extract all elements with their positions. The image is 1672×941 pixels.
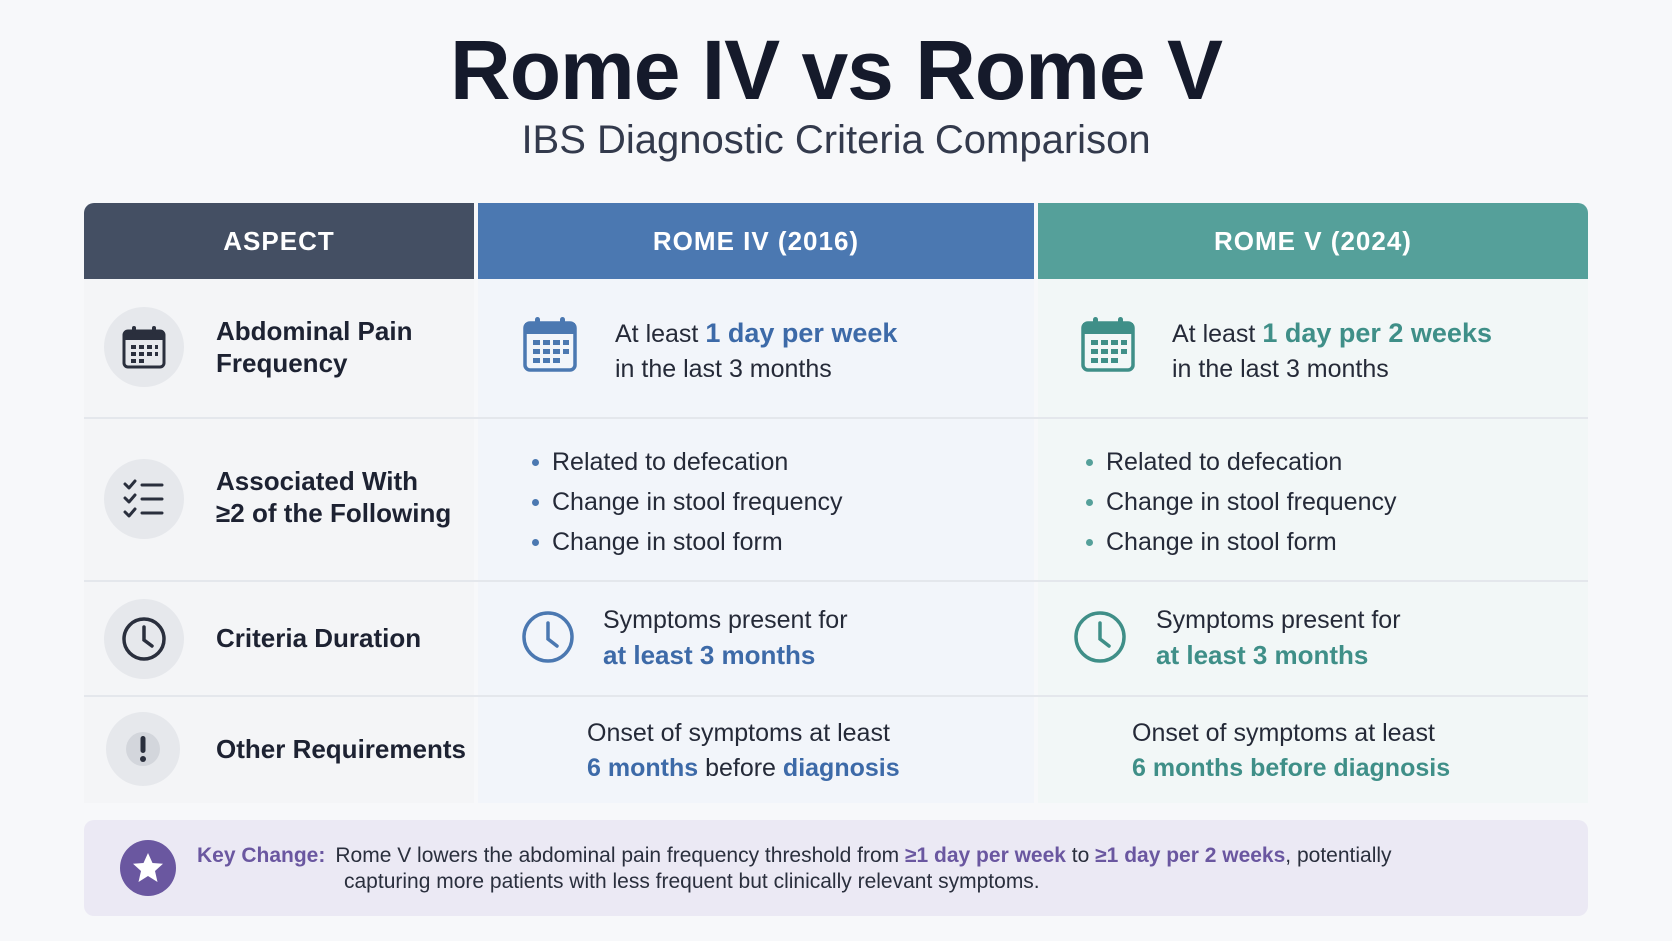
clock-icon — [104, 599, 184, 679]
rome4-duration-text: Symptoms present for at least 3 months — [603, 606, 848, 670]
calendar-icon — [522, 315, 578, 378]
key-change-banner: Key Change:Rome V lowers the abdominal p… — [84, 820, 1588, 916]
rome4-pain-text: At least 1 day per week in the last 3 mo… — [615, 318, 898, 383]
aspect-associated-label: Associated With ≥2 of the Following — [216, 466, 452, 528]
star-icon — [120, 840, 176, 896]
checklist-icon — [104, 459, 184, 539]
key-change-text: Key Change:Rome V lowers the abdominal p… — [197, 844, 1392, 867]
aspect-other-label: Other Requirements — [216, 734, 466, 764]
row-divider — [84, 417, 1588, 419]
rome5-duration-text: Symptoms present for at least 3 months — [1156, 606, 1401, 670]
key-change-text-line2: capturing more patients with less freque… — [344, 870, 1040, 893]
exclamation-icon — [106, 712, 180, 786]
rome4-other-text: Onset of symptoms at least 6 months befo… — [587, 719, 900, 782]
page-title: Rome IV vs Rome V — [450, 23, 1223, 117]
list-item: Change in stool frequency — [530, 482, 842, 522]
comparison-table: ASPECT ROME IV (2016) ROME V (2024) Abdo… — [84, 203, 1588, 803]
row-divider — [84, 580, 1588, 582]
row-divider — [84, 695, 1588, 697]
clock-icon — [520, 609, 576, 670]
list-item: Related to defecation — [1084, 442, 1396, 482]
aspect-pain-label: Abdominal Pain Frequency — [216, 316, 413, 378]
rome4-associated-list: Related to defecation Change in stool fr… — [530, 442, 842, 562]
header-aspect: ASPECT — [84, 203, 474, 279]
rome4-column — [478, 279, 1034, 803]
page-subtitle: IBS Diagnostic Criteria Comparison — [521, 118, 1151, 162]
header-rome5: ROME V (2024) — [1038, 203, 1588, 279]
rome5-column — [1038, 279, 1588, 803]
rome5-other-text: Onset of symptoms at least 6 months befo… — [1132, 719, 1451, 782]
header-rome4: ROME IV (2016) — [478, 203, 1034, 279]
calendar-icon — [104, 307, 184, 387]
rome5-associated-list: Related to defecation Change in stool fr… — [1084, 442, 1396, 562]
rome5-pain-text: At least 1 day per 2 weeks in the last 3… — [1172, 318, 1492, 383]
list-item: Change in stool form — [1084, 522, 1396, 562]
list-item: Change in stool frequency — [1084, 482, 1396, 522]
list-item: Change in stool form — [530, 522, 842, 562]
aspect-duration-label: Criteria Duration — [216, 623, 422, 653]
clock-icon — [1072, 609, 1128, 670]
calendar-icon — [1080, 315, 1136, 378]
list-item: Related to defecation — [530, 442, 842, 482]
